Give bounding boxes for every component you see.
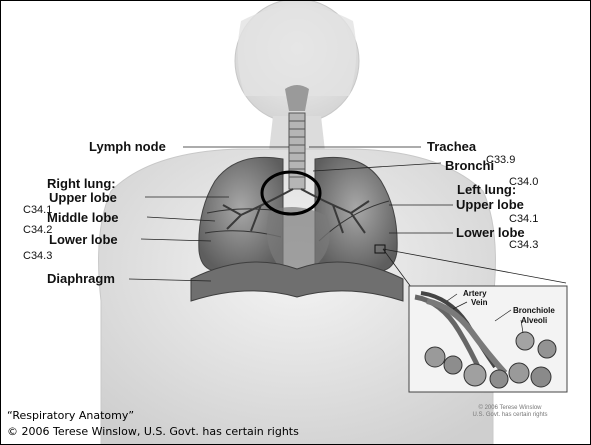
illustration-credit: © 2006 Terese Winslow U.S. Govt. has cer…	[445, 405, 575, 419]
code-c33-9: C33.9	[486, 154, 515, 166]
label-middle-lobe: Middle lobe	[47, 211, 119, 225]
illustration-credit-line2: U.S. Govt. has certain rights	[445, 412, 575, 419]
label-diaphragm: Diaphragm	[47, 272, 115, 286]
label-left-upper-lobe: Upper lobe	[456, 198, 524, 212]
caption-credit: © 2006 Terese Winslow, U.S. Govt. has ce…	[7, 425, 299, 438]
upper-airway	[285, 85, 309, 111]
code-c34-3-right: C34.3	[23, 250, 52, 262]
illustration-credit-line1: © 2006 Terese Winslow	[445, 405, 575, 412]
label-right-lung: Right lung:	[47, 177, 116, 191]
code-c34-1-left: C34.1	[509, 213, 538, 225]
inset-label-alveoli: Alveoli	[521, 316, 547, 325]
alveoli-inset-drawing	[409, 286, 567, 392]
inset-label-bronchiole: Bronchiole	[513, 306, 555, 315]
label-lymph-node: Lymph node	[89, 140, 166, 154]
inset-label-vein: Vein	[471, 298, 487, 307]
label-right-lower-lobe: Lower lobe	[49, 233, 118, 247]
label-left-lower-lobe: Lower lobe	[456, 226, 525, 240]
label-left-lung: Left lung:	[457, 183, 516, 197]
code-c34-0: C34.0	[509, 176, 538, 188]
code-c34-1-right: C34.1	[23, 204, 52, 216]
code-c34-2: C34.2	[23, 224, 52, 236]
inset-label-artery: Artery	[463, 289, 487, 298]
code-c34-3-left: C34.3	[509, 239, 538, 251]
heart-shadow	[267, 207, 330, 269]
caption-title: “Respiratory Anatomy”	[7, 409, 134, 422]
label-trachea: Trachea	[427, 140, 476, 154]
label-right-upper-lobe: Upper lobe	[49, 191, 117, 205]
